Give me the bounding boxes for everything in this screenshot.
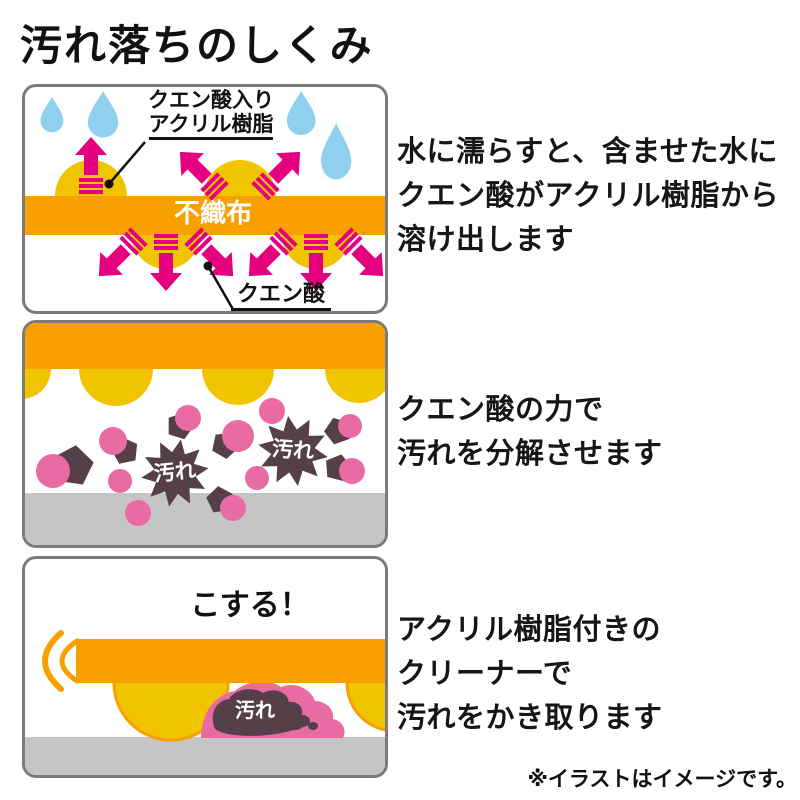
resin-callout-line1: クエン酸入り [148, 89, 274, 112]
caption-decompose: クエン酸の力で 汚れを分解させます [397, 388, 663, 476]
citric-acid-particle [36, 398, 365, 526]
panel-decompose: 汚れ 汚れ [22, 320, 388, 548]
caption-line: 汚れをかき取ります [397, 702, 663, 734]
caption-line: クエン酸の力で [397, 394, 604, 426]
motion-lines-icon [42, 630, 80, 692]
caption-scrape: アクリル樹脂付きの クリーナーで 汚れをかき取ります [397, 608, 663, 740]
fabric-label: 不織布 [173, 198, 252, 228]
wetting-illustration [25, 91, 385, 311]
caption-wetting: 水に濡らすと、含ませた水に クエン酸がアクリル樹脂から 溶け出します [397, 130, 779, 262]
surface-floor [25, 737, 385, 775]
page-title: 汚れ落ちのしくみ [20, 22, 374, 69]
scrape-illustration [25, 630, 385, 775]
footnote: ※イラストはイメージです。 [527, 768, 797, 791]
dirt-label: 汚れ [235, 700, 275, 722]
caption-line: 汚れを分解させます [397, 438, 663, 470]
resin-callout-line2: アクリル樹脂 [148, 113, 274, 141]
leader-lines [104, 141, 236, 311]
resin-callout: クエン酸入り アクリル樹脂 [141, 89, 281, 141]
cleaner-band [25, 323, 385, 369]
cleaner-band [76, 639, 385, 683]
fabric-band [25, 196, 385, 235]
decompose-illustration [25, 323, 385, 545]
caption-line: クリーナーで [397, 658, 573, 690]
caption-line: 溶け出します [397, 224, 575, 256]
panel-wetting: クエン酸入り アクリル樹脂 不織布 クエン酸 [22, 84, 388, 314]
surface-floor [25, 493, 385, 545]
caption-line: クエン酸がアクリル樹脂から [397, 180, 780, 212]
caption-line: アクリル樹脂付きの [397, 614, 662, 646]
scrub-label: こする！ [190, 589, 310, 622]
citric-acid-callout: クエン酸 [231, 281, 331, 311]
dirt-blob [201, 681, 345, 738]
caption-line: 水に濡らすと、含ませた水に [397, 136, 778, 168]
panel-scrape: こする！ 汚れ [22, 556, 388, 778]
resin-circles [112, 682, 385, 742]
